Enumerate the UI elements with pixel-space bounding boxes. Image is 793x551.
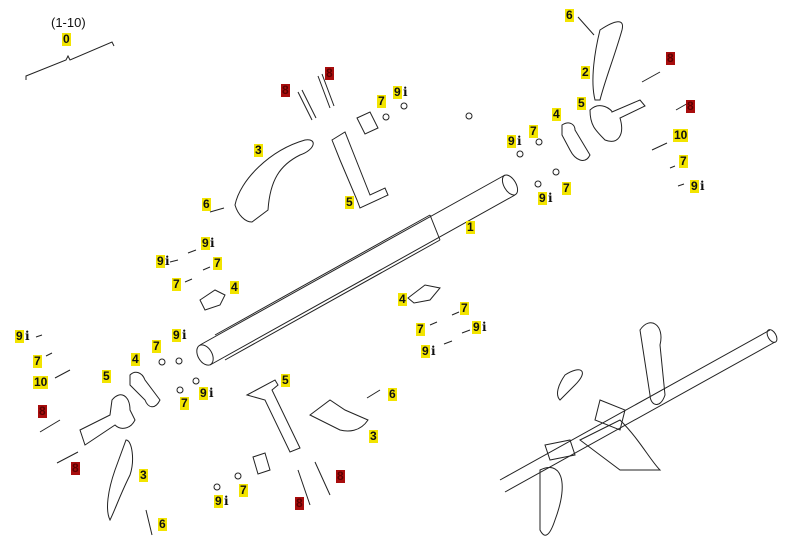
callout-4[interactable]: 4	[230, 280, 239, 294]
callout-9[interactable]: 9	[15, 329, 24, 343]
assembled-view	[499, 322, 778, 536]
callout-4[interactable]: 4	[398, 292, 407, 306]
callout-4[interactable]: 4	[131, 352, 140, 366]
pins	[35, 142, 685, 379]
assembly-number-label[interactable]: 0	[62, 32, 71, 46]
callout-9[interactable]: 9	[538, 191, 547, 205]
callout-8[interactable]: 8	[686, 99, 695, 113]
fork-part-3-lower-left	[107, 439, 134, 522]
bolt-8	[297, 73, 335, 121]
callout-9[interactable]: 9	[214, 494, 223, 508]
bolts-8-lower	[297, 461, 331, 506]
callout-8[interactable]: 8	[71, 461, 80, 475]
callout-8[interactable]: 8	[295, 496, 304, 510]
plate-lower	[252, 452, 271, 475]
callout-5[interactable]: 5	[345, 195, 354, 209]
bracket-part-4-left	[199, 284, 441, 311]
fork-part-2	[592, 21, 624, 101]
bolts-lower-left	[39, 419, 153, 536]
callout-9[interactable]: 9	[507, 134, 516, 148]
callout-7[interactable]: 7	[239, 483, 248, 497]
callout-7[interactable]: 7	[416, 322, 425, 336]
callout-7[interactable]: 7	[460, 301, 469, 315]
shaft-part-1	[196, 174, 519, 366]
callout-6[interactable]: 6	[565, 8, 574, 22]
callout-1[interactable]: 1	[466, 220, 475, 234]
fork-part-3-top	[234, 139, 314, 223]
callout-8[interactable]: 8	[281, 83, 290, 97]
callout-7[interactable]: 7	[172, 277, 181, 291]
callout-7[interactable]: 7	[213, 256, 222, 270]
callout-7[interactable]: 7	[33, 354, 42, 368]
bolt-6-lower	[366, 389, 381, 399]
callout-7[interactable]: 7	[180, 396, 189, 410]
callout-5[interactable]: 5	[281, 373, 290, 387]
callout-6[interactable]: 6	[202, 197, 211, 211]
callout-8[interactable]: 8	[38, 404, 47, 418]
callout-9[interactable]: 9	[690, 179, 699, 193]
callout-8[interactable]: 8	[666, 51, 675, 65]
callout-9[interactable]: 9	[472, 320, 481, 334]
bracket-part-5-left	[79, 394, 136, 446]
bolts-8-right	[641, 71, 691, 111]
callout-6[interactable]: 6	[388, 387, 397, 401]
info-icon[interactable]: i	[210, 236, 215, 250]
callout-3[interactable]: 3	[254, 143, 263, 157]
info-icon[interactable]: i	[517, 134, 522, 148]
callout-6[interactable]: 6	[158, 517, 167, 531]
callout-10[interactable]: 10	[673, 128, 689, 142]
callout-7[interactable]: 7	[152, 339, 161, 353]
info-icon[interactable]: i	[165, 254, 170, 268]
plate	[356, 111, 379, 135]
callout-7[interactable]: 7	[679, 154, 688, 168]
info-icon[interactable]: i	[182, 328, 187, 342]
bracket-part-5-lower	[245, 379, 301, 453]
callout-7[interactable]: 7	[529, 124, 538, 138]
callout-9[interactable]: 9	[156, 254, 165, 268]
callout-3[interactable]: 3	[139, 468, 148, 482]
bolt-6-top	[577, 16, 595, 36]
info-icon[interactable]: i	[700, 179, 705, 193]
info-icon[interactable]: i	[224, 494, 229, 508]
fork-part-3-lower	[309, 399, 369, 432]
callout-10[interactable]: 10	[33, 375, 49, 389]
callout-8[interactable]: 8	[336, 469, 345, 483]
callout-4[interactable]: 4	[552, 107, 561, 121]
callout-8[interactable]: 8	[325, 66, 334, 80]
bracket-part-4-lower-left	[129, 371, 161, 408]
callout-9[interactable]: 9	[201, 236, 210, 250]
callout-7[interactable]: 7	[562, 181, 571, 195]
callout-9[interactable]: 9	[172, 328, 181, 342]
info-icon[interactable]: i	[25, 329, 30, 343]
assembly-bracket	[25, 41, 115, 80]
callout-3[interactable]: 3	[369, 429, 378, 443]
bracket-part-5-right	[589, 99, 646, 142]
info-icon[interactable]: i	[403, 85, 408, 99]
washers	[158, 102, 560, 491]
callout-9[interactable]: 9	[199, 386, 208, 400]
callout-5[interactable]: 5	[102, 369, 111, 383]
assembly-range-label: (1-10)	[51, 15, 86, 30]
callout-2[interactable]: 2	[581, 65, 590, 79]
callout-9[interactable]: 9	[393, 85, 402, 99]
info-icon[interactable]: i	[482, 320, 487, 334]
info-icon[interactable]: i	[548, 191, 553, 205]
bracket-part-5-top	[331, 131, 389, 209]
callout-9[interactable]: 9	[421, 344, 430, 358]
info-icon[interactable]: i	[431, 344, 436, 358]
info-icon[interactable]: i	[209, 386, 214, 400]
callout-5[interactable]: 5	[577, 96, 586, 110]
bracket-part-4-right	[561, 122, 591, 161]
callout-7[interactable]: 7	[377, 94, 386, 108]
